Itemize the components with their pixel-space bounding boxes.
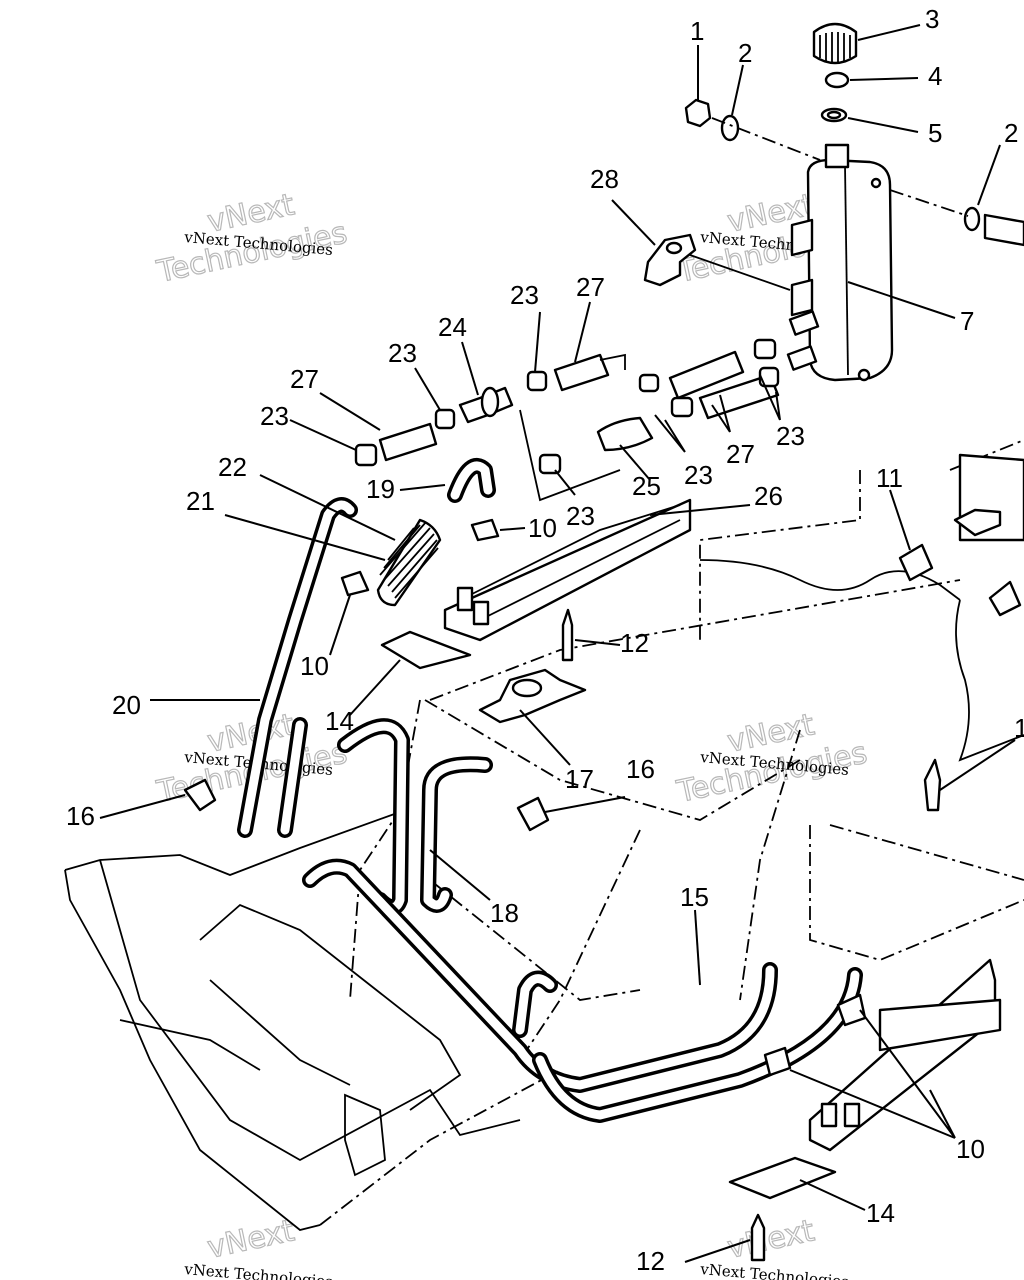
callout-23: 23: [510, 280, 539, 310]
svg-text:vNext Technologies: vNext Technologies: [699, 1260, 850, 1280]
callout-27: 27: [576, 272, 605, 302]
callout-22: 22: [218, 452, 247, 482]
callout-27: 27: [726, 439, 755, 469]
callout-14: 14: [325, 706, 354, 736]
callout-19: 19: [366, 474, 395, 504]
callout-16: 16: [66, 801, 95, 831]
lower-right-rail: [808, 958, 1002, 1152]
callout-25: 25: [632, 471, 661, 501]
callout-1: 1: [1014, 713, 1024, 743]
svg-text:vNext: vNext: [204, 1213, 297, 1266]
callout-2: 2: [1004, 118, 1018, 148]
callout-20: 20: [112, 690, 141, 720]
callout-26: 26: [754, 481, 783, 511]
callout-3: 3: [925, 4, 939, 34]
coolant-tank: [786, 143, 894, 382]
callout-7: 7: [960, 306, 974, 336]
hose-group: [237, 458, 863, 1123]
leader-lines: [99, 24, 1016, 1263]
callout-21: 21: [186, 486, 215, 516]
heat-exchanger-plate: [443, 498, 692, 642]
callout-23: 23: [260, 401, 289, 431]
callout-23: 23: [776, 421, 805, 451]
callout-23: 23: [388, 338, 417, 368]
upper-right-bracket: [953, 453, 1024, 542]
callout-12: 12: [636, 1246, 665, 1276]
watermark: vNext vNext Technologies: [699, 1213, 850, 1280]
callout-2: 2: [738, 38, 752, 68]
callout-10: 10: [956, 1134, 985, 1164]
bracket-clip: [643, 233, 791, 291]
callout-labels: 1 2 3 4 5 2 28 7 27 23 24 23 27 23 23 27…: [66, 4, 1024, 1276]
callout-15: 15: [680, 882, 709, 912]
spring-hose: [376, 518, 442, 607]
callout-1: 1: [690, 16, 704, 46]
callout-17: 17: [565, 764, 594, 794]
watermark: vNext vNext Technologies: [183, 1213, 334, 1280]
callout-12: 12: [620, 628, 649, 658]
chassis-frame: [64, 439, 1024, 1231]
watermark: vNext Technologies vNext Technologies: [673, 707, 871, 811]
callout-4: 4: [928, 61, 942, 91]
brackets-and-clamps: [183, 518, 1022, 1262]
callout-11: 11: [876, 463, 903, 493]
watermark: vNext Technologies vNext Technologies: [153, 187, 351, 291]
callout-14: 14: [866, 1198, 895, 1228]
callout-27: 27: [290, 364, 319, 394]
callout-24: 24: [438, 312, 467, 342]
cap-and-seals: [684, 22, 1024, 247]
callout-10: 10: [528, 513, 557, 543]
svg-text:vNext: vNext: [724, 1213, 817, 1266]
callout-23: 23: [684, 460, 713, 490]
callout-16: 16: [626, 754, 655, 784]
callout-5: 5: [928, 118, 942, 148]
callout-10: 10: [300, 651, 329, 681]
callout-18: 18: [490, 898, 519, 928]
callout-28: 28: [590, 164, 619, 194]
svg-text:vNext Technologies: vNext Technologies: [183, 1260, 334, 1280]
fittings-row: [354, 338, 780, 502]
callout-23: 23: [566, 501, 595, 531]
